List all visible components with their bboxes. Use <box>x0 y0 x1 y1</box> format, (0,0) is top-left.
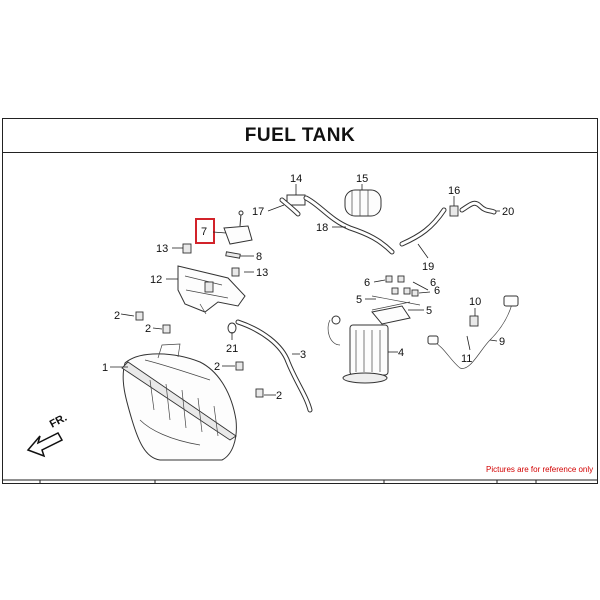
nuts <box>385 275 419 297</box>
diagram-title: FUEL TANK <box>244 124 356 146</box>
callout-7: 7 <box>201 226 207 238</box>
callout-3: 3 <box>300 349 306 361</box>
callout-15: 15 <box>356 173 368 185</box>
callout-16: 16 <box>448 185 460 197</box>
callout-5b: 5 <box>426 305 432 317</box>
drain-hose-part <box>235 319 313 413</box>
callout-5a: 5 <box>356 294 362 306</box>
front-direction-arrow: FR. <box>26 412 69 458</box>
callout-18: 18 <box>316 222 328 234</box>
table-strip: Pictures are for reference only <box>2 465 598 484</box>
callout-20: 20 <box>502 206 514 218</box>
canister-assembly <box>279 189 497 255</box>
bolts <box>135 243 264 398</box>
callout-21: 21 <box>226 343 238 355</box>
callout-19: 19 <box>422 261 434 273</box>
callout-2b: 2 <box>145 323 151 335</box>
callout-7-highlight <box>195 218 215 244</box>
callout-8: 8 <box>256 251 262 263</box>
callout-6c: 6 <box>434 285 440 297</box>
callout-14: 14 <box>290 173 302 185</box>
direction-label: FR. <box>48 412 69 431</box>
leader-lines <box>110 184 500 396</box>
fuel-pump-part <box>327 295 421 384</box>
callout-6b: 6 <box>430 277 436 289</box>
bracket-part <box>177 265 246 315</box>
wiring-harness-part <box>427 295 519 369</box>
diagram-frame: FUEL TANK <box>2 118 598 484</box>
callout-4: 4 <box>398 347 404 359</box>
callout-12: 12 <box>150 274 162 286</box>
disclaimer-text: Pictures are for reference only <box>486 465 593 474</box>
callout-6a: 6 <box>364 277 370 289</box>
callout-13b: 13 <box>256 267 268 279</box>
callout-labels: 1 2 2 2 2 3 4 5 5 6 6 6 7 8 9 10 11 12 1… <box>102 173 514 402</box>
callout-13a: 13 <box>156 243 168 255</box>
callout-10: 10 <box>469 296 481 308</box>
callout-17: 17 <box>252 206 264 218</box>
callout-2d: 2 <box>276 390 282 402</box>
callout-11: 11 <box>461 353 472 365</box>
fuel-tank-part <box>121 343 237 461</box>
callout-2c: 2 <box>214 361 220 373</box>
title-bar: FUEL TANK <box>3 119 597 153</box>
part-7-assembly <box>223 210 253 259</box>
callout-9: 9 <box>499 336 505 348</box>
callout-2a: 2 <box>114 310 120 322</box>
callout-1: 1 <box>102 362 108 374</box>
